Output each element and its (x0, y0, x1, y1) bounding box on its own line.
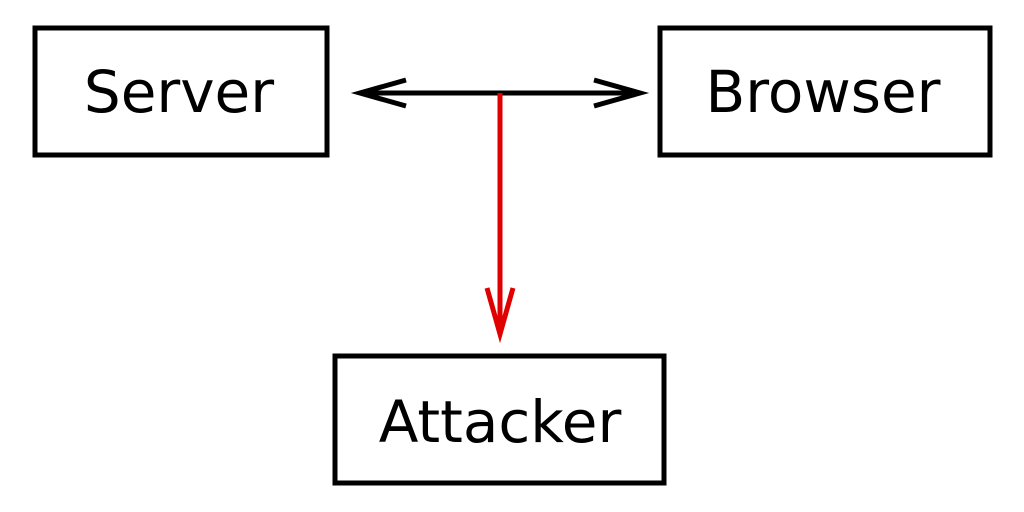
arrowhead-down (484, 287, 516, 344)
attacker-node: Attacker (332, 353, 667, 486)
attacker-box (332, 353, 667, 486)
arrowhead-right (593, 77, 650, 109)
browser-label: Browser (705, 58, 940, 126)
server-box (32, 25, 330, 158)
arrowhead-left (350, 77, 407, 109)
attacker-label: Attacker (379, 388, 622, 456)
server-node: Server (32, 25, 330, 158)
browser-box (657, 25, 993, 158)
server-label: Server (84, 58, 274, 126)
browser-node: Browser (657, 25, 993, 158)
interception-arrow (484, 93, 516, 344)
